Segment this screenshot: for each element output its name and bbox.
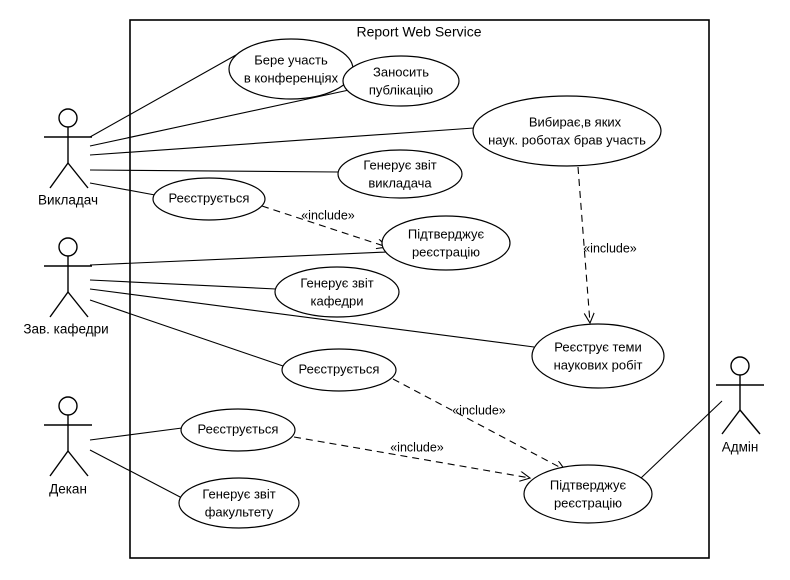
- actor-leg-right: [67, 291, 89, 318]
- include-label: «include»: [452, 403, 506, 417]
- actor-head-icon: [730, 356, 750, 376]
- usecase-label-line: Реєструється: [299, 361, 380, 376]
- include-arrow-register-head-to-confirm: [392, 378, 565, 470]
- include-labels-group: «include» «include» «include» «include»: [301, 208, 637, 454]
- usecases-group: Бере участь в конференціях Заносить публ…: [152, 38, 665, 529]
- usecase-pidtverdzhuye-reyestraciyu-bottom[interactable]: Підтверджує реєстрацію: [523, 464, 653, 524]
- usecase-label-line: Реєструє теми: [554, 339, 641, 354]
- actor-vykladach[interactable]: Викладач: [38, 108, 98, 208]
- association-dean-report-faculty: [89, 449, 183, 499]
- usecase-reyestruyetsya-head[interactable]: Реєструється: [281, 348, 397, 392]
- association-dean-register: [89, 427, 183, 441]
- usecase-bere-uchast[interactable]: Бере участь в конференціях: [228, 38, 354, 100]
- actor-dekan[interactable]: Декан: [44, 396, 92, 497]
- usecase-label-line: наук. роботах брав участь: [488, 132, 646, 147]
- actor-zav-kafedry[interactable]: Зав. кафедри: [23, 237, 109, 337]
- actor-head-icon: [58, 108, 78, 128]
- usecase-generuye-zvit-fakultetu[interactable]: Генерує звіт факультету: [178, 477, 300, 529]
- include-label: «include»: [583, 241, 637, 255]
- usecase-label-line: наукових робіт: [554, 357, 643, 372]
- actor-leg-right: [67, 450, 89, 477]
- actor-leg-right: [67, 162, 89, 189]
- system-boundary-title: Report Web Service: [356, 24, 481, 40]
- usecase-generuye-zvit-kafedry[interactable]: Генерує звіт кафедри: [274, 266, 400, 318]
- usecase-label-line: Бере участь: [254, 52, 328, 67]
- usecase-label-line: публікацію: [369, 82, 434, 97]
- usecase-label-line: Заносить: [373, 64, 429, 79]
- actor-label: Викладач: [38, 193, 98, 208]
- association-head-topics: [89, 288, 535, 348]
- includes-group: [261, 166, 590, 478]
- usecase-label-line: Вибирає,в яких: [529, 114, 622, 129]
- association-head-confirm: [89, 251, 388, 266]
- usecase-label-line: Генерує звіт: [363, 157, 436, 172]
- actor-leg-right: [739, 409, 761, 435]
- association-teacher-publication: [89, 89, 350, 147]
- actors-group: Викладач Зав. кафедри Декан: [23, 108, 764, 497]
- include-label: «include»: [390, 440, 444, 454]
- include-arrow-register-dean-to-confirm: [293, 436, 530, 478]
- actor-label: Зав. кафедри: [23, 322, 108, 337]
- include-arrow-select-to-topics: [577, 166, 590, 323]
- usecase-reyestruye-temy[interactable]: Реєструє теми наукових робіт: [531, 323, 665, 389]
- usecase-label-line: Реєструється: [198, 421, 279, 436]
- include-label: «include»: [301, 208, 355, 222]
- association-admin-confirm: [640, 400, 723, 479]
- usecase-pidtverdzhuye-reyestraciyu-top[interactable]: Підтверджує реєстрацію: [381, 215, 511, 271]
- actor-label: Декан: [49, 482, 87, 497]
- actor-admin[interactable]: Адмін: [716, 356, 764, 455]
- usecase-reyestruyetsya-teacher[interactable]: Реєструється: [152, 177, 266, 221]
- association-head-report-dept: [89, 279, 277, 290]
- actor-leg-left: [49, 450, 69, 477]
- usecase-label-line: Генерує звіт: [202, 486, 275, 501]
- usecase-label-line: Генерує звіт: [300, 275, 373, 290]
- association-teacher-select-works: [89, 127, 475, 156]
- usecase-label-line: факультету: [205, 504, 274, 519]
- usecase-label-line: Підтверджує: [408, 226, 485, 241]
- association-teacher-register: [89, 182, 156, 196]
- include-arrow-register-teacher-to-confirm: [261, 205, 387, 247]
- actor-leg-left: [49, 162, 69, 189]
- usecase-label-line: в конференціях: [244, 70, 339, 85]
- usecase-vybyraye-nauk-roboty[interactable]: Вибирає,в яких наук. роботах брав участь: [472, 95, 662, 167]
- usecase-label-line: Реєструється: [169, 190, 250, 205]
- actor-head-icon: [58, 237, 78, 257]
- usecase-zanosyt-publikaciyu[interactable]: Заносить публікацію: [342, 55, 460, 107]
- association-teacher-conf: [89, 54, 237, 138]
- usecase-label-line: реєстрацію: [554, 495, 622, 510]
- actor-head-icon: [58, 396, 78, 416]
- usecase-label-line: викладача: [368, 175, 432, 190]
- system-boundary: [129, 19, 710, 559]
- usecase-generuye-zvit-vykladacha[interactable]: Генерує звіт викладача: [337, 149, 463, 199]
- actor-leg-left: [721, 409, 741, 435]
- actor-leg-left: [49, 291, 69, 318]
- association-teacher-report: [89, 169, 339, 173]
- usecase-label-line: реєстрацію: [412, 244, 480, 259]
- actor-label: Адмін: [722, 440, 759, 455]
- association-head-register: [89, 299, 284, 367]
- associations-group: [89, 54, 723, 499]
- usecase-label-line: Підтверджує: [550, 477, 627, 492]
- usecase-reyestruyetsya-dean[interactable]: Реєструється: [180, 408, 296, 452]
- usecase-label-line: кафедри: [311, 293, 364, 308]
